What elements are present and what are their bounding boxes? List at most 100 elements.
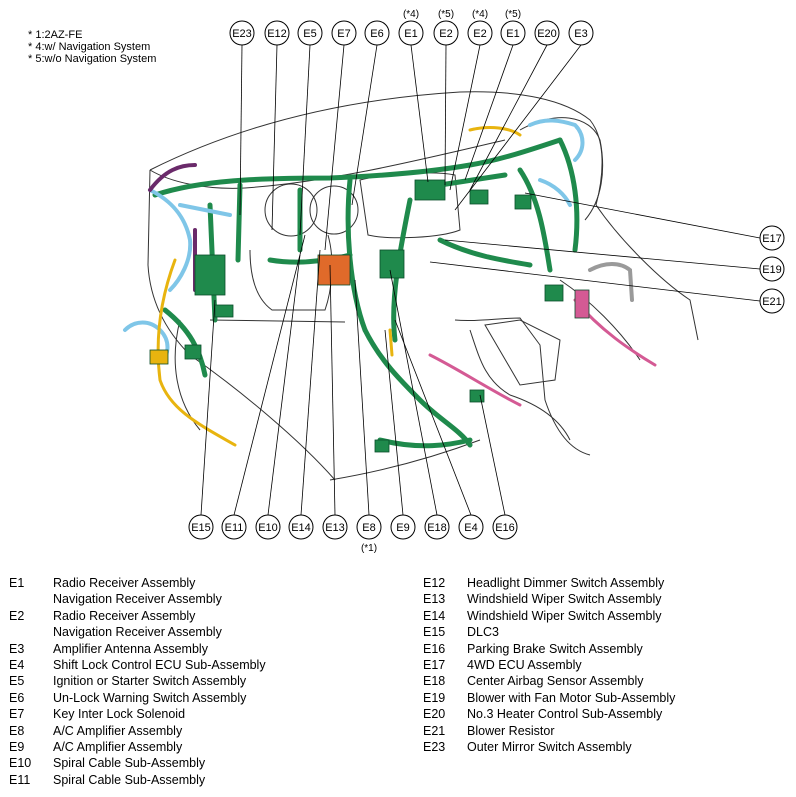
legend-code: E23 (423, 740, 446, 755)
legend-code: E1 (9, 576, 25, 590)
connector-block (374, 439, 390, 453)
legend-name: No.3 Heater Control Sub-Assembly (467, 707, 663, 722)
legend-name: Ignition or Starter Switch Assembly (53, 674, 247, 689)
legend-code: E21 (423, 723, 446, 738)
connector-block (184, 344, 202, 360)
harness-gray (588, 262, 634, 302)
dashboard-outline (147, 91, 699, 481)
svg-text:E7: E7 (337, 28, 350, 40)
svg-text:(*4): (*4) (472, 9, 488, 20)
legend-code: E5 (9, 674, 25, 689)
callout-e12: E12 (264, 20, 290, 46)
svg-text:E16: E16 (495, 522, 515, 534)
connector-block (379, 249, 405, 279)
notes-block: * 1:2AZ-FE * 4:w/ Navigation System * 5:… (28, 29, 156, 65)
callouts-bottom: E15 E11 E10 E14 E13 E8 (*1) E9 E1 (188, 514, 518, 554)
callout-e23: E23 (229, 20, 255, 46)
legend-row: Navigation Receiver Assembly (9, 624, 266, 640)
svg-text:E13: E13 (325, 522, 345, 534)
legend-name: Radio Receiver Assembly (53, 608, 196, 623)
svg-text:E15: E15 (191, 522, 211, 534)
svg-text:E17: E17 (762, 233, 782, 245)
svg-text:(*4): (*4) (403, 9, 419, 20)
callout-e2-no-nav: (*5) E2 (433, 9, 459, 46)
svg-text:E6: E6 (370, 28, 383, 40)
legend-name: Un-Lock Warning Switch Assembly (53, 690, 247, 705)
callout-e18: E18 (424, 514, 450, 540)
callout-e5: E5 (297, 20, 323, 46)
legend-code: E9 (9, 740, 25, 755)
callout-e17: E17 (759, 225, 785, 251)
legend-row: E17 4WD ECU Assembly (423, 657, 675, 673)
callout-e13: E13 (322, 514, 348, 540)
legend-code: E6 (9, 690, 25, 705)
note-line: * 1:2AZ-FE (28, 29, 83, 41)
svg-text:E9: E9 (396, 522, 409, 534)
callout-e4: E4 (458, 514, 484, 540)
legend-name: Key Inter Lock Solenoid (53, 707, 186, 722)
legend-name: 4WD ECU Assembly (467, 658, 582, 673)
legend-code (9, 624, 53, 640)
callout-e3: E3 (568, 20, 594, 46)
callout-e1-nav: (*4) E1 (398, 9, 424, 46)
svg-text:E10: E10 (258, 522, 278, 534)
callout-e11: E11 (221, 514, 247, 540)
svg-text:E1: E1 (404, 28, 417, 40)
callout-e16: E16 (492, 514, 518, 540)
svg-text:E4: E4 (464, 522, 477, 534)
svg-text:E2: E2 (439, 28, 452, 40)
connector-block (469, 389, 485, 403)
legend-code: E18 (423, 674, 446, 689)
svg-text:E11: E11 (225, 522, 244, 534)
legend-row: E9 A/C Amplifier Assembly (9, 739, 266, 755)
svg-text:E5: E5 (303, 28, 316, 40)
legend-code: E8 (9, 723, 25, 738)
callout-e1-no-nav: (*5) E1 (500, 9, 526, 46)
legend-name: Center Airbag Sensor Assembly (467, 674, 644, 689)
leader-lines (200, 44, 761, 516)
svg-text:E14: E14 (291, 522, 311, 534)
legend-name: Windshield Wiper Switch Assembly (467, 592, 662, 607)
legend-row: E5 Ignition or Starter Switch Assembly (9, 673, 266, 689)
connector-block-orange (317, 254, 351, 286)
callouts-right: E17 E19 E21 (759, 225, 785, 314)
legend-code: E17 (423, 658, 446, 673)
harness-diagram: E23 E12 E5 E7 E6 (*4) E1 (*5) E2 ( (123, 9, 785, 554)
legend-name: Spiral Cable Sub-Assembly (53, 772, 206, 787)
svg-text:E21: E21 (762, 296, 782, 308)
legend-name: Amplifier Antenna Assembly (53, 641, 208, 656)
legend-row: E6 Un-Lock Warning Switch Assembly (9, 690, 266, 706)
callout-e2-nav: (*4) E2 (467, 9, 493, 46)
harness-pink (428, 298, 657, 407)
svg-text:E20: E20 (537, 28, 557, 40)
svg-text:E2: E2 (473, 28, 486, 40)
legend-code: E13 (423, 592, 446, 607)
harness-yellow (156, 126, 522, 447)
connector-block (544, 284, 564, 302)
harness-main (152, 137, 580, 449)
callout-e15: E15 (188, 514, 214, 540)
connector-block (514, 194, 532, 210)
legend-name: A/C Amplifier Assembly (53, 740, 183, 755)
junction-block (194, 254, 226, 296)
svg-text:(*1): (*1) (361, 543, 377, 554)
legend-row: E18 Center Airbag Sensor Assembly (423, 673, 675, 689)
callout-e20: E20 (534, 20, 560, 46)
svg-text:E23: E23 (232, 28, 252, 40)
svg-text:(*5): (*5) (505, 9, 521, 20)
callout-e7: E7 (331, 20, 357, 46)
callout-e19: E19 (759, 256, 785, 282)
legend-name: Spiral Cable Sub-Assembly (53, 756, 206, 771)
